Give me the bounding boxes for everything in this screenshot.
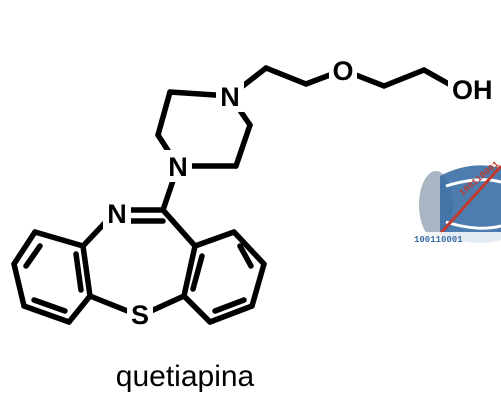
svg-text:N: N — [107, 199, 127, 229]
atom-oh: OH — [448, 72, 501, 106]
dna-binary-logo-icon: 100110001 100110001 — [412, 159, 501, 245]
atom-o-ether: O — [329, 54, 357, 86]
svg-text:100110001: 100110001 — [414, 235, 463, 245]
svg-text:S: S — [131, 300, 149, 330]
atom-s: S — [127, 298, 153, 330]
molecule-caption: quetiapina — [115, 360, 255, 393]
svg-text:N: N — [220, 82, 240, 112]
svg-text:N: N — [168, 152, 188, 182]
atom-n-top: N — [216, 80, 244, 112]
atom-n-imine: N — [103, 197, 131, 229]
atom-n-mid: N — [164, 150, 192, 182]
svg-text:O: O — [332, 56, 353, 86]
svg-text:OH: OH — [452, 75, 493, 105]
